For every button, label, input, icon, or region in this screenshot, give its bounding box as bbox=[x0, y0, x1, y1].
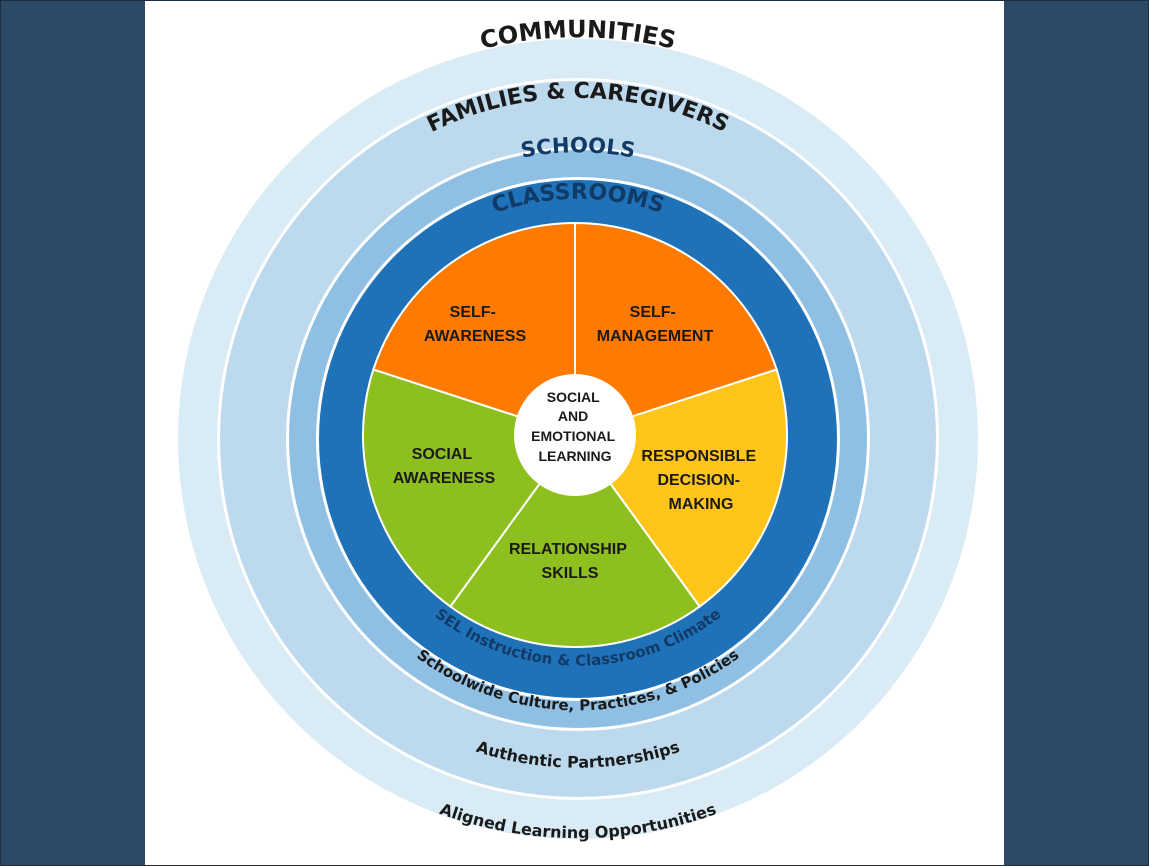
wedge-relationship-skills bbox=[448, 433, 702, 648]
label-self-awareness: SELF- AWARENESS bbox=[424, 304, 527, 345]
label-responsible-decision-making: RESPONSIBLE DECISION- MAKING bbox=[641, 448, 760, 513]
wedge-self-management bbox=[574, 221, 778, 437]
left-side-bar bbox=[1, 1, 145, 865]
sel-wheel-svg: COMMUNITIES FAMILIES & CAREGIVERS SCHOOL… bbox=[178, 15, 978, 842]
competency-wheel bbox=[362, 221, 788, 648]
sel-framework-diagram: COMMUNITIES FAMILIES & CAREGIVERS SCHOOL… bbox=[145, 1, 1004, 865]
label-relationship-skills: RELATIONSHIP SKILLS bbox=[509, 541, 631, 582]
core-circle bbox=[514, 374, 636, 496]
label-social-awareness: SOCIAL AWARENESS bbox=[393, 446, 496, 487]
wedge-self-awareness bbox=[372, 221, 576, 437]
right-side-bar bbox=[1004, 1, 1148, 865]
core-label: SOCIAL AND EMOTIONAL LEARNING bbox=[531, 389, 619, 464]
label-self-management: SELF- MANAGEMENT bbox=[597, 304, 714, 345]
